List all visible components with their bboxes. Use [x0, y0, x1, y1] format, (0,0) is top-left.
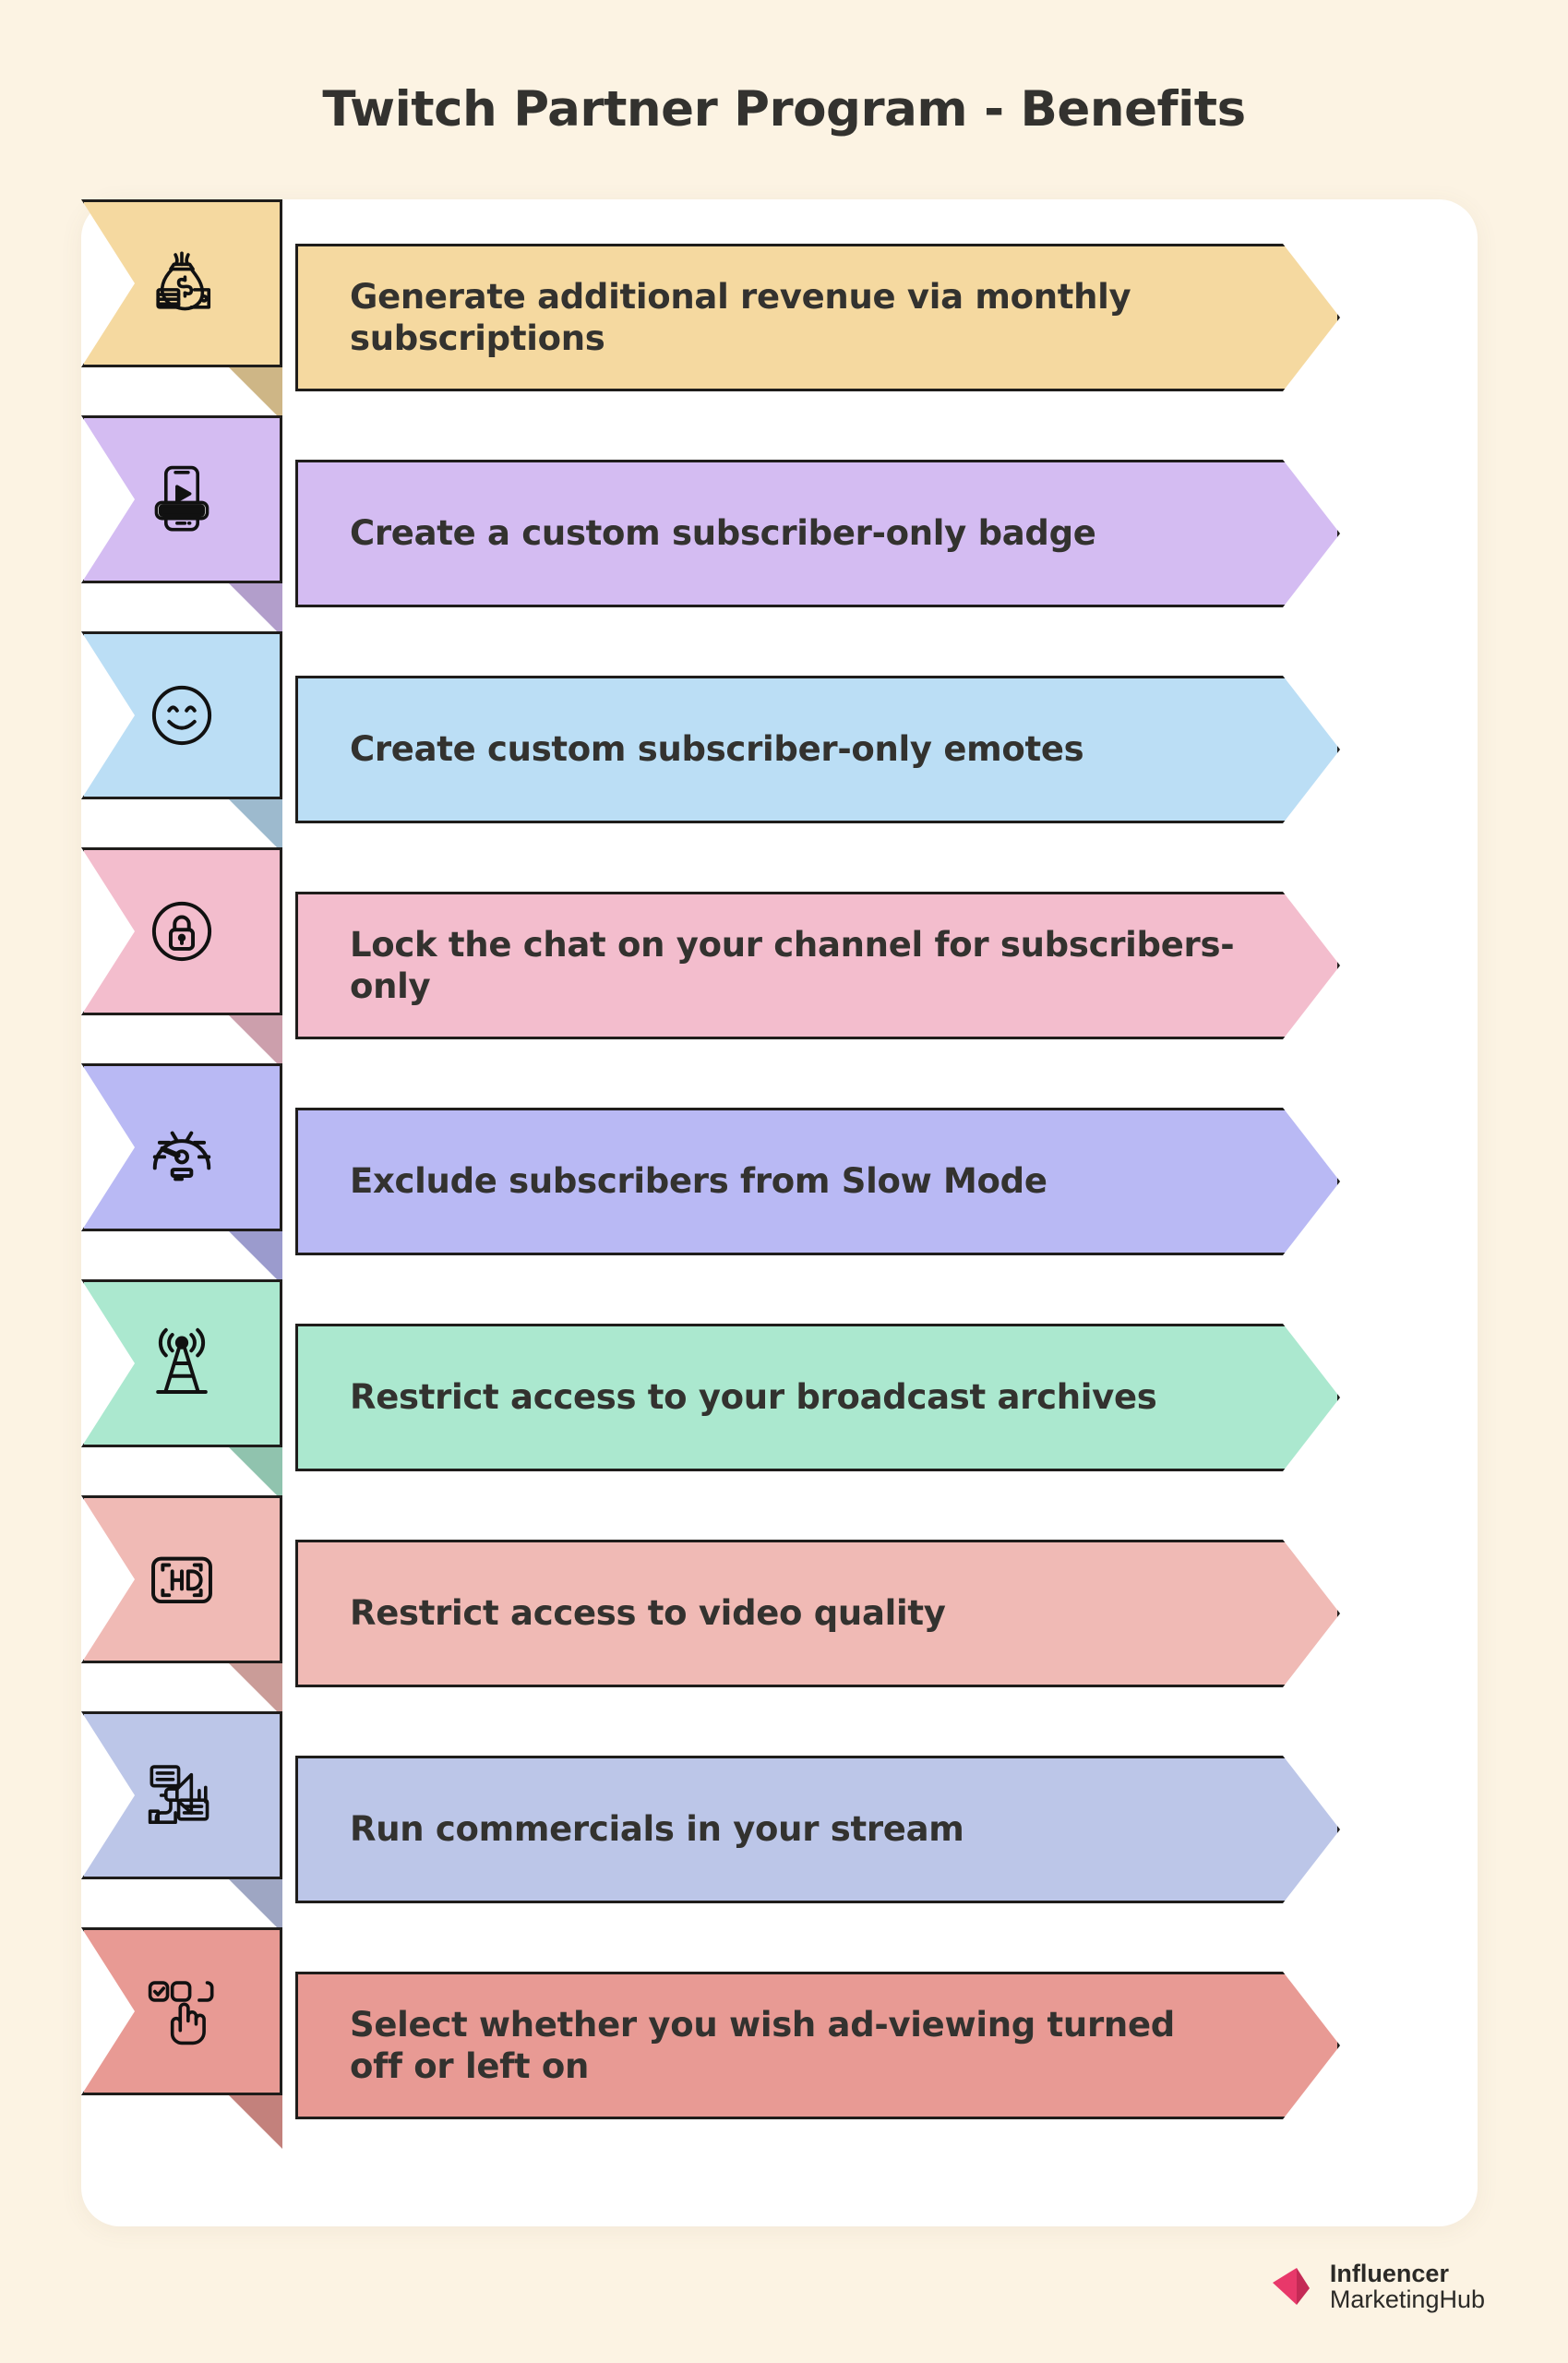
ribbon-fold — [229, 367, 282, 421]
benefit-row: Run commercials in your stream — [81, 1711, 1478, 1933]
left-arrow-mark-icon — [1269, 2261, 1321, 2312]
benefit-banner[interactable]: Lock the chat on your channel for subscr… — [295, 892, 1340, 1039]
benefit-row: Restrict access to video quality — [81, 1495, 1478, 1717]
benefits-list: Generate additional revenue via monthly … — [81, 199, 1478, 2226]
ribbon-fold — [229, 799, 282, 853]
benefit-icon-tab — [81, 1495, 282, 1663]
benefit-row: Create a custom subscriber-only badge — [81, 415, 1478, 637]
benefit-banner[interactable]: Create custom subscriber-only emotes — [295, 676, 1340, 823]
benefit-icon-tab — [81, 199, 282, 367]
benefit-banner[interactable]: Select whether you wish ad-viewing turne… — [295, 1972, 1340, 2119]
benefit-icon-tab — [81, 1711, 282, 1879]
benefit-row: Create custom subscriber-only emotes — [81, 631, 1478, 853]
select-option-hand-icon — [142, 1972, 221, 2051]
benefit-label: Select whether you wish ad-viewing turne… — [350, 2004, 1175, 2086]
benefit-row: Restrict access to your broadcast archiv… — [81, 1279, 1478, 1501]
benefit-icon-tab — [81, 847, 282, 1015]
benefit-row: Exclude subscribers from Slow Mode — [81, 1063, 1478, 1285]
ribbon-fold — [229, 1231, 282, 1285]
money-bag-icon — [142, 244, 221, 323]
benefit-banner[interactable]: Exclude subscribers from Slow Mode — [295, 1108, 1340, 1255]
benefit-banner[interactable]: Restrict access to your broadcast archiv… — [295, 1324, 1340, 1471]
benefit-label: Exclude subscribers from Slow Mode — [350, 1161, 1047, 1202]
ribbon-fold — [229, 1015, 282, 1069]
ribbon-fold — [229, 1879, 282, 1933]
benefit-row: Lock the chat on your channel for subscr… — [81, 847, 1478, 1069]
benefit-icon-tab — [81, 631, 282, 799]
benefit-icon-tab — [81, 1063, 282, 1231]
benefit-banner[interactable]: Restrict access to video quality — [295, 1540, 1340, 1687]
benefit-label: Restrict access to video quality — [350, 1593, 946, 1634]
ribbon-fold — [229, 583, 282, 637]
subscribe-phone-icon — [142, 460, 221, 539]
page-title: Twitch Partner Program - Benefits — [322, 81, 1246, 138]
logo-wordmark: Influencer MarketingHub — [1330, 2261, 1485, 2312]
ribbon-fold — [229, 1663, 282, 1717]
megaphone-icon — [142, 1756, 221, 1835]
brand-logo: Influencer MarketingHub — [1269, 2261, 1485, 2312]
benefit-label: Generate additional revenue via monthly … — [350, 276, 1131, 358]
benefit-icon-tab — [81, 1279, 282, 1447]
logo-line-2: MarketingHub — [1329, 2285, 1485, 2313]
benefit-banner[interactable]: Create a custom subscriber-only badge — [295, 460, 1340, 607]
benefit-label: Restrict access to your broadcast archiv… — [350, 1377, 1157, 1418]
benefit-banner[interactable]: Generate additional revenue via monthly … — [295, 244, 1340, 391]
benefit-label: Create custom subscriber-only emotes — [350, 729, 1084, 770]
benefit-icon-tab — [81, 415, 282, 583]
benefit-label: Create a custom subscriber-only badge — [350, 513, 1096, 554]
logo-line-1: Influencer — [1329, 2259, 1449, 2287]
benefit-icon-tab — [81, 1927, 282, 2095]
lock-icon — [142, 892, 221, 971]
ribbon-fold — [229, 1447, 282, 1501]
benefit-row: Select whether you wish ad-viewing turne… — [81, 1927, 1478, 2149]
smiley-emote-icon — [142, 676, 221, 755]
benefit-row: Generate additional revenue via monthly … — [81, 199, 1478, 421]
benefit-label: Lock the chat on your channel for subscr… — [350, 924, 1235, 1006]
speedometer-icon — [142, 1108, 221, 1187]
broadcast-tower-icon — [142, 1324, 221, 1403]
benefit-label: Run commercials in your stream — [350, 1809, 964, 1850]
hd-video-icon — [142, 1540, 221, 1619]
ribbon-fold — [229, 2095, 282, 2149]
benefit-banner[interactable]: Run commercials in your stream — [295, 1756, 1340, 1903]
